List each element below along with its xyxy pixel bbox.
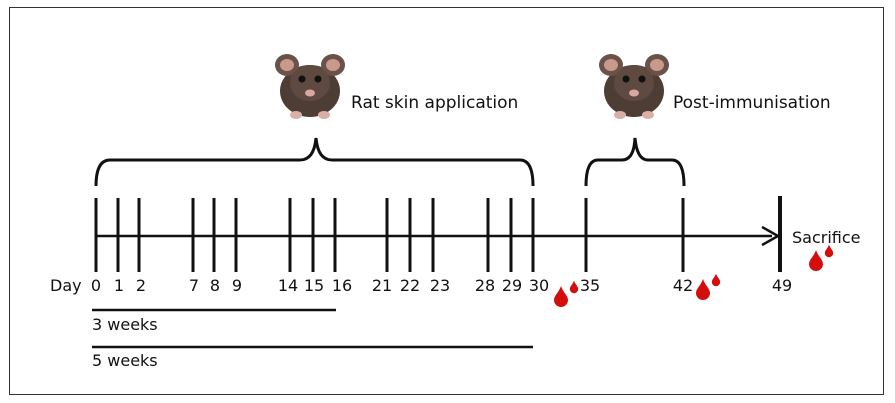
- rat-icon: [275, 54, 345, 119]
- tick-label-day-22: 22: [400, 276, 420, 295]
- post-immunisation-label: Post-immunisation: [673, 93, 831, 113]
- tick-label-day-49: 49: [772, 276, 792, 295]
- skin-application-brace: [94, 137, 535, 187]
- tick-label-day-9: 9: [232, 276, 242, 295]
- tick-label-day-30: 30: [529, 276, 549, 295]
- tick-label-day-7: 7: [189, 276, 199, 295]
- tick-label-day-8: 8: [210, 276, 220, 295]
- figure-frame: [9, 7, 884, 395]
- rat-icon: [599, 54, 669, 119]
- post-immunisation-brace: [584, 137, 686, 187]
- tick-label-day-0: 0: [91, 276, 101, 295]
- five-weeks-label: 5 weeks: [92, 351, 158, 370]
- tick-label-day-1: 1: [114, 276, 124, 295]
- tick-label-day-2: 2: [136, 276, 146, 295]
- day-ticks: [94, 196, 782, 272]
- tick-label-day-28: 28: [475, 276, 495, 295]
- skin-application-label: Rat skin application: [351, 93, 518, 113]
- tick-label-day-21: 21: [372, 276, 392, 295]
- tick-label-day-42: 42: [673, 276, 693, 295]
- three-weeks-label: 3 weeks: [92, 315, 158, 334]
- tick-label-day-23: 23: [430, 276, 450, 295]
- tick-label-day-29: 29: [502, 276, 522, 295]
- tick-label-day-15: 15: [304, 276, 324, 295]
- tick-label-day-35: 35: [580, 276, 600, 295]
- blood-drop-icon: [696, 273, 721, 300]
- tick-label-day-14: 14: [278, 276, 298, 295]
- blood-drop-icon: [809, 244, 834, 271]
- blood-drop-icon: [554, 280, 579, 307]
- sacrifice-label: Sacrifice: [792, 228, 861, 247]
- blood-sampling-markers: [554, 244, 834, 307]
- tick-label-day-16: 16: [332, 276, 352, 295]
- day-prefix-label: Day: [50, 276, 82, 295]
